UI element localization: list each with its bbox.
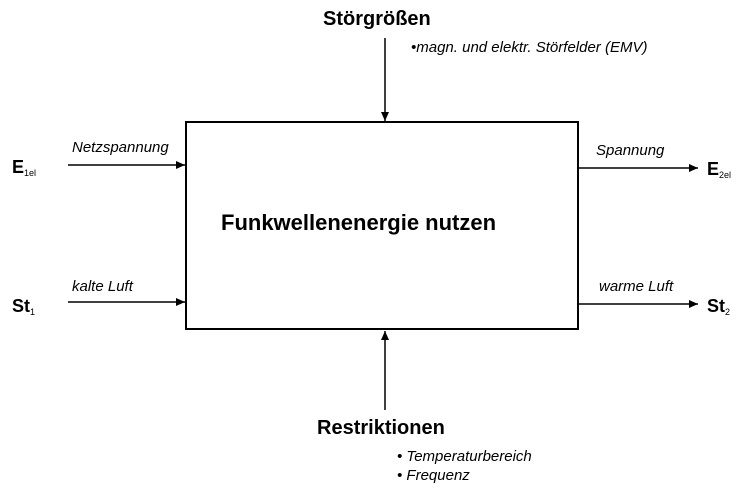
input-symbol-material: St1 — [12, 296, 36, 317]
output-symbol-material: St2 — [707, 296, 731, 317]
input-subscript-energy: 1el — [24, 168, 37, 178]
restrictions-heading: Restriktionen — [317, 417, 445, 439]
process-box — [185, 121, 579, 330]
restriction-item: • Frequenz — [397, 467, 470, 484]
output-label-energy: Spannung — [596, 142, 665, 159]
process-title: Funkwellenenergie nutzen — [221, 210, 497, 235]
output-symbol-energy: E2el — [707, 159, 732, 180]
output-label-material: warme Luft — [599, 278, 674, 295]
input-label-material: kalte Luft — [72, 278, 133, 295]
input-label-energy: Netzspannung — [72, 139, 169, 156]
disturbance-item: •magn. und elektr. Störfelder (EMV) — [411, 39, 648, 56]
restriction-item: • Temperaturbereich — [397, 448, 532, 465]
disturbances-heading: Störgrößen — [323, 8, 431, 30]
output-subscript-material: 2 — [725, 307, 731, 317]
input-symbol-energy: E1el — [12, 157, 37, 178]
output-subscript-energy: 2el — [719, 170, 732, 180]
input-subscript-material: 1 — [30, 307, 36, 317]
